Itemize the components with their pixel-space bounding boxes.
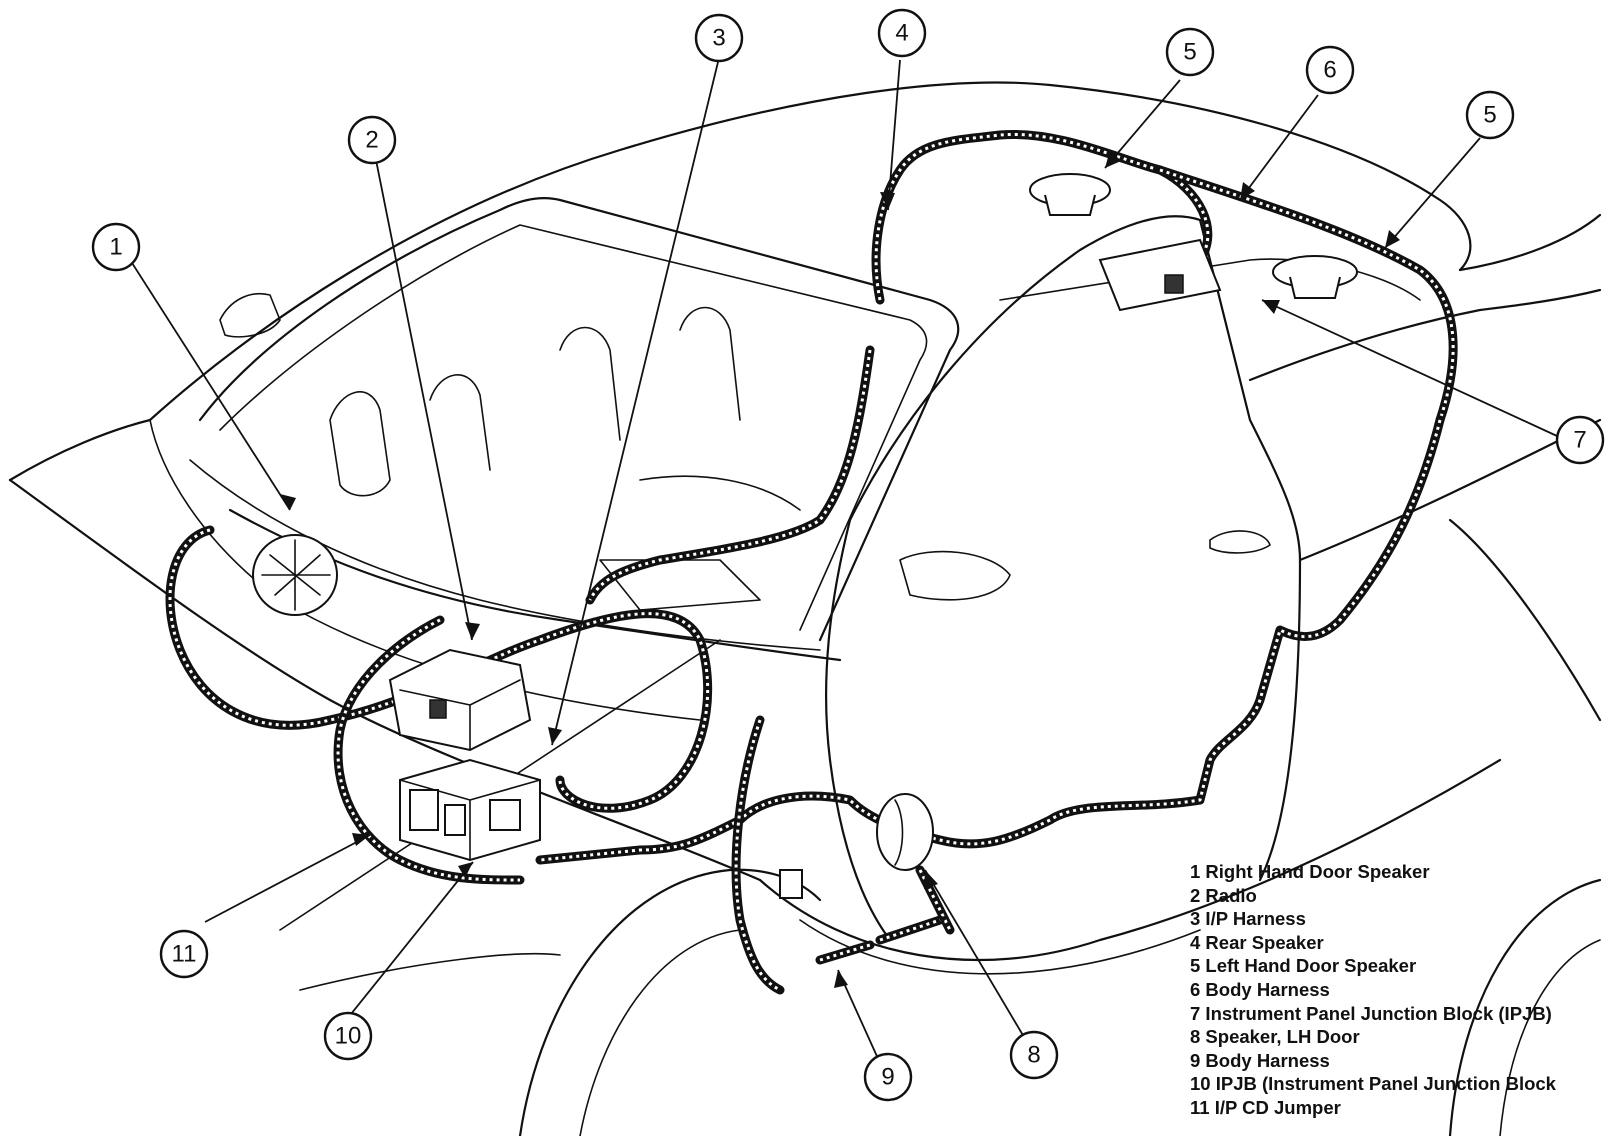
svg-text:2: 2: [365, 127, 378, 154]
radio: [388, 648, 532, 752]
callout-7: 7: [1555, 415, 1605, 465]
callout-5a: 5: [1165, 27, 1215, 77]
legend-item: 2 Radio: [1190, 884, 1257, 906]
callouts: 1 2 3 4 5 6 5 7: [91, 8, 1605, 1102]
svg-text:5: 5: [1183, 39, 1196, 66]
body-harness-connectors: [779, 869, 945, 965]
legend-item: 9 Body Harness: [1190, 1049, 1330, 1071]
callout-1: 1: [91, 222, 141, 272]
rear-speaker-left: [1029, 173, 1111, 216]
svg-text:6: 6: [1323, 57, 1336, 84]
legend-item: 6 Body Harness: [1190, 978, 1330, 1000]
lh-door-speaker: [876, 793, 934, 871]
svg-text:1: 1: [109, 234, 122, 261]
leader-lines: [124, 59, 1558, 1064]
callout-5b: 5: [1465, 90, 1515, 140]
body-harness-box: [1098, 238, 1222, 312]
svg-text:11: 11: [172, 941, 197, 968]
callout-3: 3: [694, 13, 744, 63]
svg-text:4: 4: [895, 20, 908, 47]
svg-text:3: 3: [712, 25, 725, 52]
legend-item: 7 Instrument Panel Junction Block (IPJB): [1190, 1002, 1552, 1024]
ipjb-block: [399, 758, 541, 862]
legend-item: 5 Left Hand Door Speaker: [1190, 955, 1417, 977]
rh-door-speaker: [252, 534, 338, 616]
legend-item: 8 Speaker, LH Door: [1190, 1026, 1360, 1048]
rear-speaker-right: [1272, 255, 1358, 299]
callout-2: 2: [347, 115, 397, 165]
legend: 1 Right Hand Door Speaker 2 Radio 3 I/P …: [1190, 860, 1556, 1120]
legend-item: 3 I/P Harness: [1190, 908, 1306, 930]
callout-4: 4: [877, 8, 927, 58]
callout-9: 9: [863, 1052, 913, 1102]
wiring-harness: [165, 129, 1458, 995]
legend-item: 1 Right Hand Door Speaker: [1190, 861, 1430, 882]
legend-item: 10 IPJB (Instrument Panel Junction Block: [1190, 1073, 1556, 1095]
legend-item: 4 Rear Speaker: [1190, 931, 1324, 953]
components: [252, 173, 1358, 965]
svg-text:5: 5: [1483, 102, 1496, 129]
callout-8: 8: [1009, 1030, 1059, 1080]
legend-item: 11 I/P CD Jumper: [1190, 1096, 1341, 1118]
svg-text:10: 10: [335, 1023, 362, 1050]
callout-6: 6: [1305, 45, 1355, 95]
svg-text:8: 8: [1027, 1042, 1040, 1069]
callout-11: 11: [159, 929, 209, 979]
callout-10: 10: [323, 1011, 373, 1061]
svg-text:7: 7: [1573, 427, 1586, 454]
svg-text:9: 9: [881, 1064, 894, 1091]
